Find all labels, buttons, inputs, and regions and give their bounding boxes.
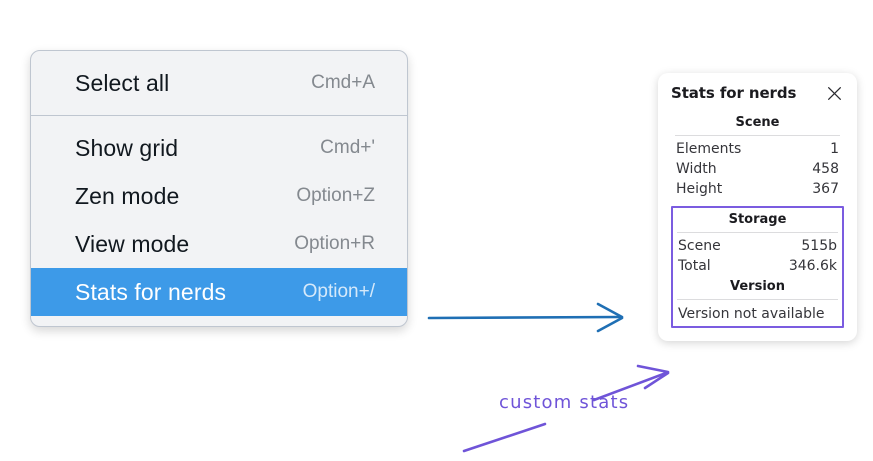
version-note: Version not available	[678, 306, 825, 322]
menu-item-label: Stats for nerds	[75, 278, 227, 305]
stats-panel-header: Stats for nerds	[671, 84, 844, 102]
custom-stats-annotation-label: custom stats	[499, 392, 630, 413]
stat-row: Total 346.6k	[673, 256, 842, 276]
stat-row: Height 367	[671, 179, 844, 199]
close-icon[interactable]	[826, 85, 844, 102]
menu-item-shortcut: Cmd+'	[320, 137, 375, 158]
stat-key: Height	[676, 181, 723, 197]
stat-key: Width	[676, 161, 717, 177]
menu-item-zen-mode[interactable]: Zen mode Option+Z	[31, 172, 407, 220]
menu-separator	[31, 115, 407, 116]
menu-item-shortcut: Option+Z	[296, 185, 375, 206]
divider	[677, 299, 838, 300]
stats-panel: Stats for nerds Scene Elements 1 Width 4…	[658, 73, 857, 341]
menu-item-shortcut: Cmd+A	[311, 72, 375, 93]
section-title: Storage	[728, 212, 787, 227]
divider	[675, 135, 840, 136]
stats-section-scene: Scene Elements 1 Width 458 Height 367	[671, 112, 844, 199]
stats-panel-title: Stats for nerds	[671, 84, 797, 102]
divider	[677, 232, 838, 233]
section-title: Scene	[735, 115, 780, 130]
custom-stats-box: Storage Scene 515b Total 346.6k Version …	[671, 206, 844, 328]
menu-item-label: Show grid	[75, 134, 179, 161]
menu-item-show-grid[interactable]: Show grid Cmd+'	[31, 124, 407, 172]
stat-value: 346.6k	[788, 258, 837, 274]
section-title: Version	[730, 279, 785, 294]
menu-group-1: Select all Cmd+A	[31, 51, 407, 116]
stat-row: Elements 1	[671, 139, 844, 159]
context-menu: Select all Cmd+A Show grid Cmd+' Zen mod…	[30, 50, 408, 327]
menu-item-label: Zen mode	[75, 182, 180, 209]
menu-item-shortcut: Option+R	[294, 233, 375, 254]
purple-underline-stroke	[462, 422, 547, 453]
stat-row: Width 458	[671, 159, 844, 179]
stats-section-storage: Storage Scene 515b Total 346.6k	[673, 209, 842, 276]
menu-item-label: View mode	[75, 230, 190, 257]
stat-row: Scene 515b	[673, 236, 842, 256]
menu-item-stats-for-nerds[interactable]: Stats for nerds Option+/	[31, 268, 407, 316]
stat-value: 515b	[801, 238, 837, 254]
menu-item-select-all[interactable]: Select all Cmd+A	[31, 59, 407, 107]
stat-value: 367	[812, 181, 839, 197]
menu-item-shortcut: Option+/	[302, 281, 375, 302]
menu-item-view-mode[interactable]: View mode Option+R	[31, 220, 407, 268]
menu-group-2: Show grid Cmd+' Zen mode Option+Z View m…	[31, 116, 407, 326]
stat-key: Scene	[678, 238, 721, 254]
stat-key: Elements	[676, 141, 742, 157]
stats-section-version: Version Version not available	[673, 276, 842, 323]
stat-key: Total	[678, 258, 711, 274]
menu-item-label: Select all	[75, 69, 170, 96]
stat-value: 1	[830, 141, 839, 157]
blue-arrow	[427, 302, 624, 333]
stat-value: 458	[812, 161, 839, 177]
